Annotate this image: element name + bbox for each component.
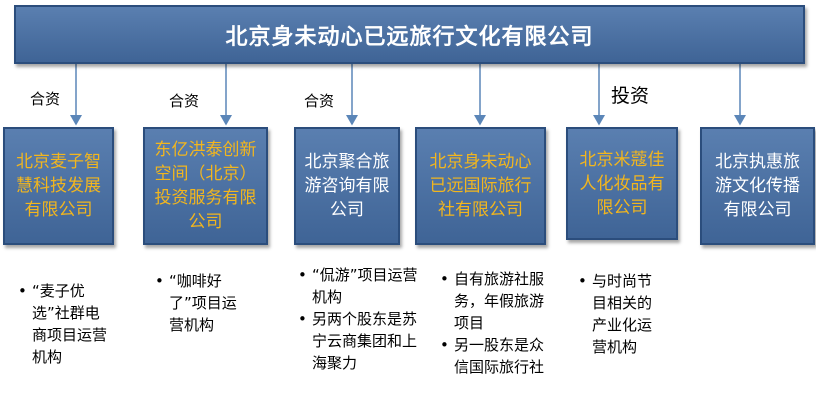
notes-mikou: •与时尚节目相关的产业化运营机构 [578,270,664,358]
note-item: •自有旅游社服务，年假旅游项目 [440,270,545,332]
parent-company-box: 北京身未动心已远旅行文化有限公司 [14,5,805,64]
subsidiary-name: 北京身未动心已远国际旅行社有限公司 [429,152,532,220]
note-item: •与时尚节目相关的产业化运营机构 [578,272,653,356]
subsidiary-name: 北京米蔻佳人化妆品有限公司 [579,149,665,218]
relation-label-4: 投资 [611,85,650,107]
subsidiary-name: 北京执惠旅游文化传播有限公司 [715,152,800,220]
subsidiary-name: 北京聚合旅游咨询有限公司 [304,152,390,220]
notes-dongyi: •“咖啡好了”项目运营机构 [155,270,250,336]
notes-maizi: •“麦子优选”社群电商项目运营机构 [18,280,114,368]
note-item: •“咖啡好了”项目运营机构 [155,272,237,334]
relation-label-2: 合资 [169,92,200,110]
subsidiary-box-intl-travel: 北京身未动心已远国际旅行社有限公司 [415,127,546,245]
parent-company-name: 北京身未动心已远旅行文化有限公司 [225,24,594,50]
subsidiary-box-juhe: 北京聚合旅游咨询有限公司 [294,127,400,245]
subsidiary-box-dongyi: 东亿洪泰创新空间（北京）投资服务有限公司 [143,127,268,245]
notes-juhe: •“侃游”项目运营机构 •另两个股东是苏宁云商集团和上海聚力 [298,264,422,374]
subsidiary-name: 北京麦子智慧科技发展有限公司 [16,152,101,220]
subsidiary-box-maizi: 北京麦子智慧科技发展有限公司 [3,127,114,245]
notes-intl-travel: •自有旅游社服务，年假旅游项目 •另一股东是众信国际旅行社 [440,268,546,378]
relation-label-3: 合资 [304,92,335,110]
note-item: •“麦子优选”社群电商项目运营机构 [18,282,108,366]
subsidiary-box-zhihui: 北京执惠旅游文化传播有限公司 [700,127,815,245]
note-item: •另一股东是众信国际旅行社 [440,336,545,376]
subsidiary-box-mikou: 北京米蔻佳人化妆品有限公司 [566,127,678,240]
note-item: •另两个股东是苏宁云商集团和上海聚力 [298,310,418,372]
note-item: •“侃游”项目运营机构 [298,266,418,306]
subsidiary-name: 东亿洪泰创新空间（北京）投资服务有限公司 [154,140,257,232]
relation-label-1: 合资 [30,90,61,108]
